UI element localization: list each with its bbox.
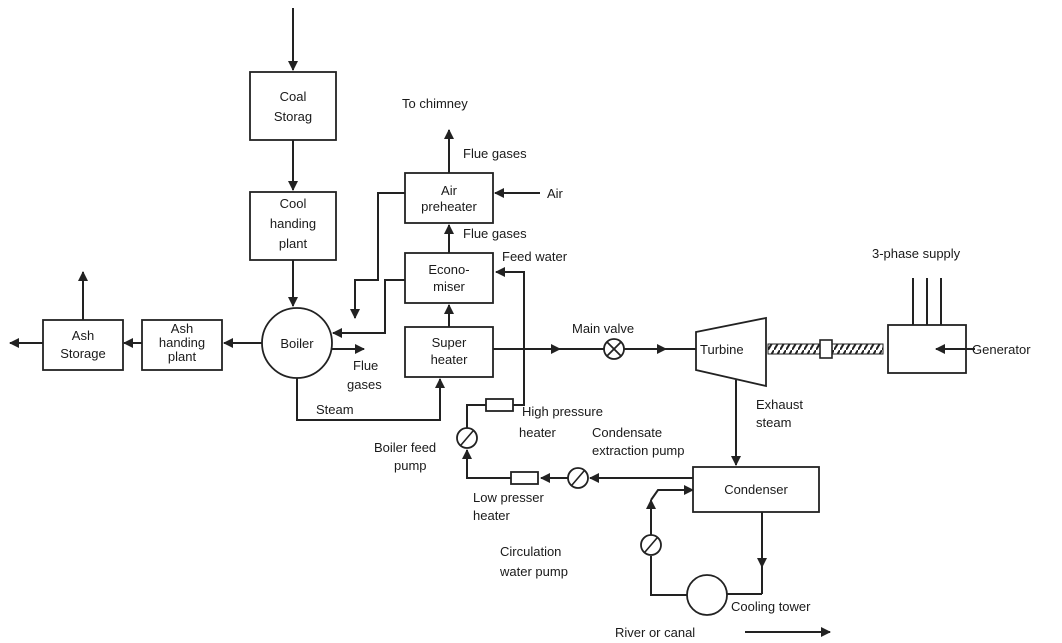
super-heater-label-1: Super	[432, 335, 467, 350]
boiler-feed-pump-icon	[456, 427, 478, 449]
boiler-feed-pump-label-2: pump	[394, 458, 427, 473]
cooling-tower-label: Cooling tower	[731, 599, 811, 614]
economiser-box: Econo- miser	[404, 252, 494, 304]
ash-handling-label-2: handing	[159, 335, 205, 350]
flue-gases-mid-label: Flue gases	[463, 226, 527, 241]
turbine-label: Turbine	[700, 342, 744, 357]
circulation-water-pump-icon	[640, 534, 662, 556]
main-valve-label: Main valve	[572, 321, 634, 336]
super-heater-label-2: heater	[431, 352, 469, 367]
main-valve-icon	[603, 338, 625, 360]
shaft-coupling	[819, 339, 833, 359]
boiler-steam-to-superheater-arrow	[296, 378, 445, 421]
condenser-label: Condenser	[724, 482, 788, 497]
high-pressure-heater-icon	[485, 398, 514, 412]
air-label: Air	[547, 186, 564, 201]
hp-heater-label-1: High pressure	[522, 404, 603, 419]
condenser-inlet-line	[650, 485, 694, 501]
condenser-box: Condenser	[692, 466, 820, 513]
flue-gases-top-label: Flue gases	[463, 146, 527, 161]
air-preheater-box: Air preheater	[404, 172, 494, 224]
coal-storage-box: Coal Storag	[249, 71, 337, 141]
coal-handling-box: Cool handing plant	[249, 191, 337, 261]
exhaust-steam-label-2: steam	[756, 415, 791, 430]
ash-storage-label-2: Storage	[60, 346, 106, 361]
coal-storage-label-2: Storag	[274, 109, 312, 124]
flue-gases-low-label-2: gases	[347, 377, 382, 392]
low-pressure-heater-icon	[510, 471, 539, 485]
coal-storage-label-1: Coal	[280, 89, 307, 104]
coal-handling-label-2: handing	[270, 216, 316, 231]
river-canal-label: River or canal	[615, 625, 695, 640]
ash-handling-label-3: plant	[168, 349, 197, 364]
economiser-to-boiler-arrow	[332, 279, 405, 338]
economiser-label-2: miser	[433, 279, 465, 294]
hp-heater-to-economiser-arrow	[495, 267, 525, 406]
cooling-tower-icon	[686, 574, 728, 616]
circulation-pump-label-1: Circulation	[500, 544, 561, 559]
coal-handling-label-1: Cool	[280, 196, 307, 211]
ash-handling-box: Ash handing plant	[141, 319, 223, 371]
lp-heater-label-1: Low presser	[473, 490, 544, 505]
coal-handling-label-3: plant	[279, 236, 308, 251]
air-preheater-label-1: Air	[441, 183, 458, 198]
to-chimney-label: To chimney	[402, 96, 468, 111]
preheater-to-boiler-air-arrow	[350, 192, 405, 319]
hp-heater-label-2: heater	[519, 425, 557, 440]
condensate-extraction-pump-icon	[567, 467, 589, 489]
ash-storage-box: Ash Storage	[42, 319, 124, 371]
three-phase-label: 3-phase supply	[872, 246, 961, 261]
economiser-label-1: Econo-	[428, 262, 469, 277]
lp-heater-to-bfp-arrow	[462, 449, 511, 479]
flue-gases-low-label-1: Flue	[353, 358, 378, 373]
boiler-label: Boiler	[280, 336, 314, 351]
bfp-to-hp-heater-line	[466, 404, 486, 428]
turbine: Turbine	[695, 316, 767, 388]
circulation-pump-label-2: water pump	[499, 564, 568, 579]
ash-handling-label-1: Ash	[171, 321, 193, 336]
generator-label: Generator	[972, 342, 1031, 357]
boiler: Boiler	[261, 307, 333, 379]
air-preheater-label-2: preheater	[421, 199, 477, 214]
exhaust-steam-label-1: Exhaust	[756, 397, 803, 412]
super-heater-box: Super heater	[404, 326, 494, 378]
cooling-tower-to-circ-pump-line	[650, 556, 687, 596]
condensate-pump-label-2: extraction pump	[592, 443, 685, 458]
feed-water-label: Feed water	[502, 249, 568, 264]
ash-storage-label-1: Ash	[72, 328, 94, 343]
condensate-pump-label-1: Condensate	[592, 425, 662, 440]
lp-heater-label-2: heater	[473, 508, 511, 523]
boiler-feed-pump-label-1: Boiler feed	[374, 440, 436, 455]
steam-label: Steam	[316, 402, 354, 417]
